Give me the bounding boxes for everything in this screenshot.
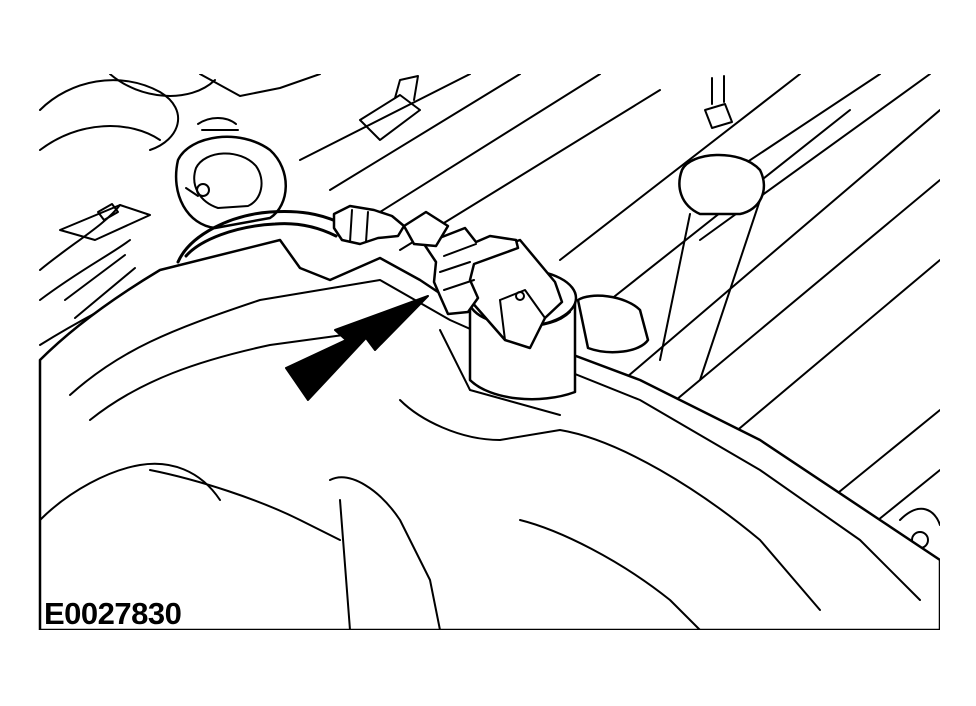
wiring-harness — [176, 204, 406, 264]
figure-id-label: E0027830 — [44, 596, 182, 631]
throttle-body-flange — [174, 117, 287, 230]
background-components — [39, 74, 940, 576]
indicator-arrow — [285, 295, 429, 401]
electrical-connector — [402, 210, 564, 350]
